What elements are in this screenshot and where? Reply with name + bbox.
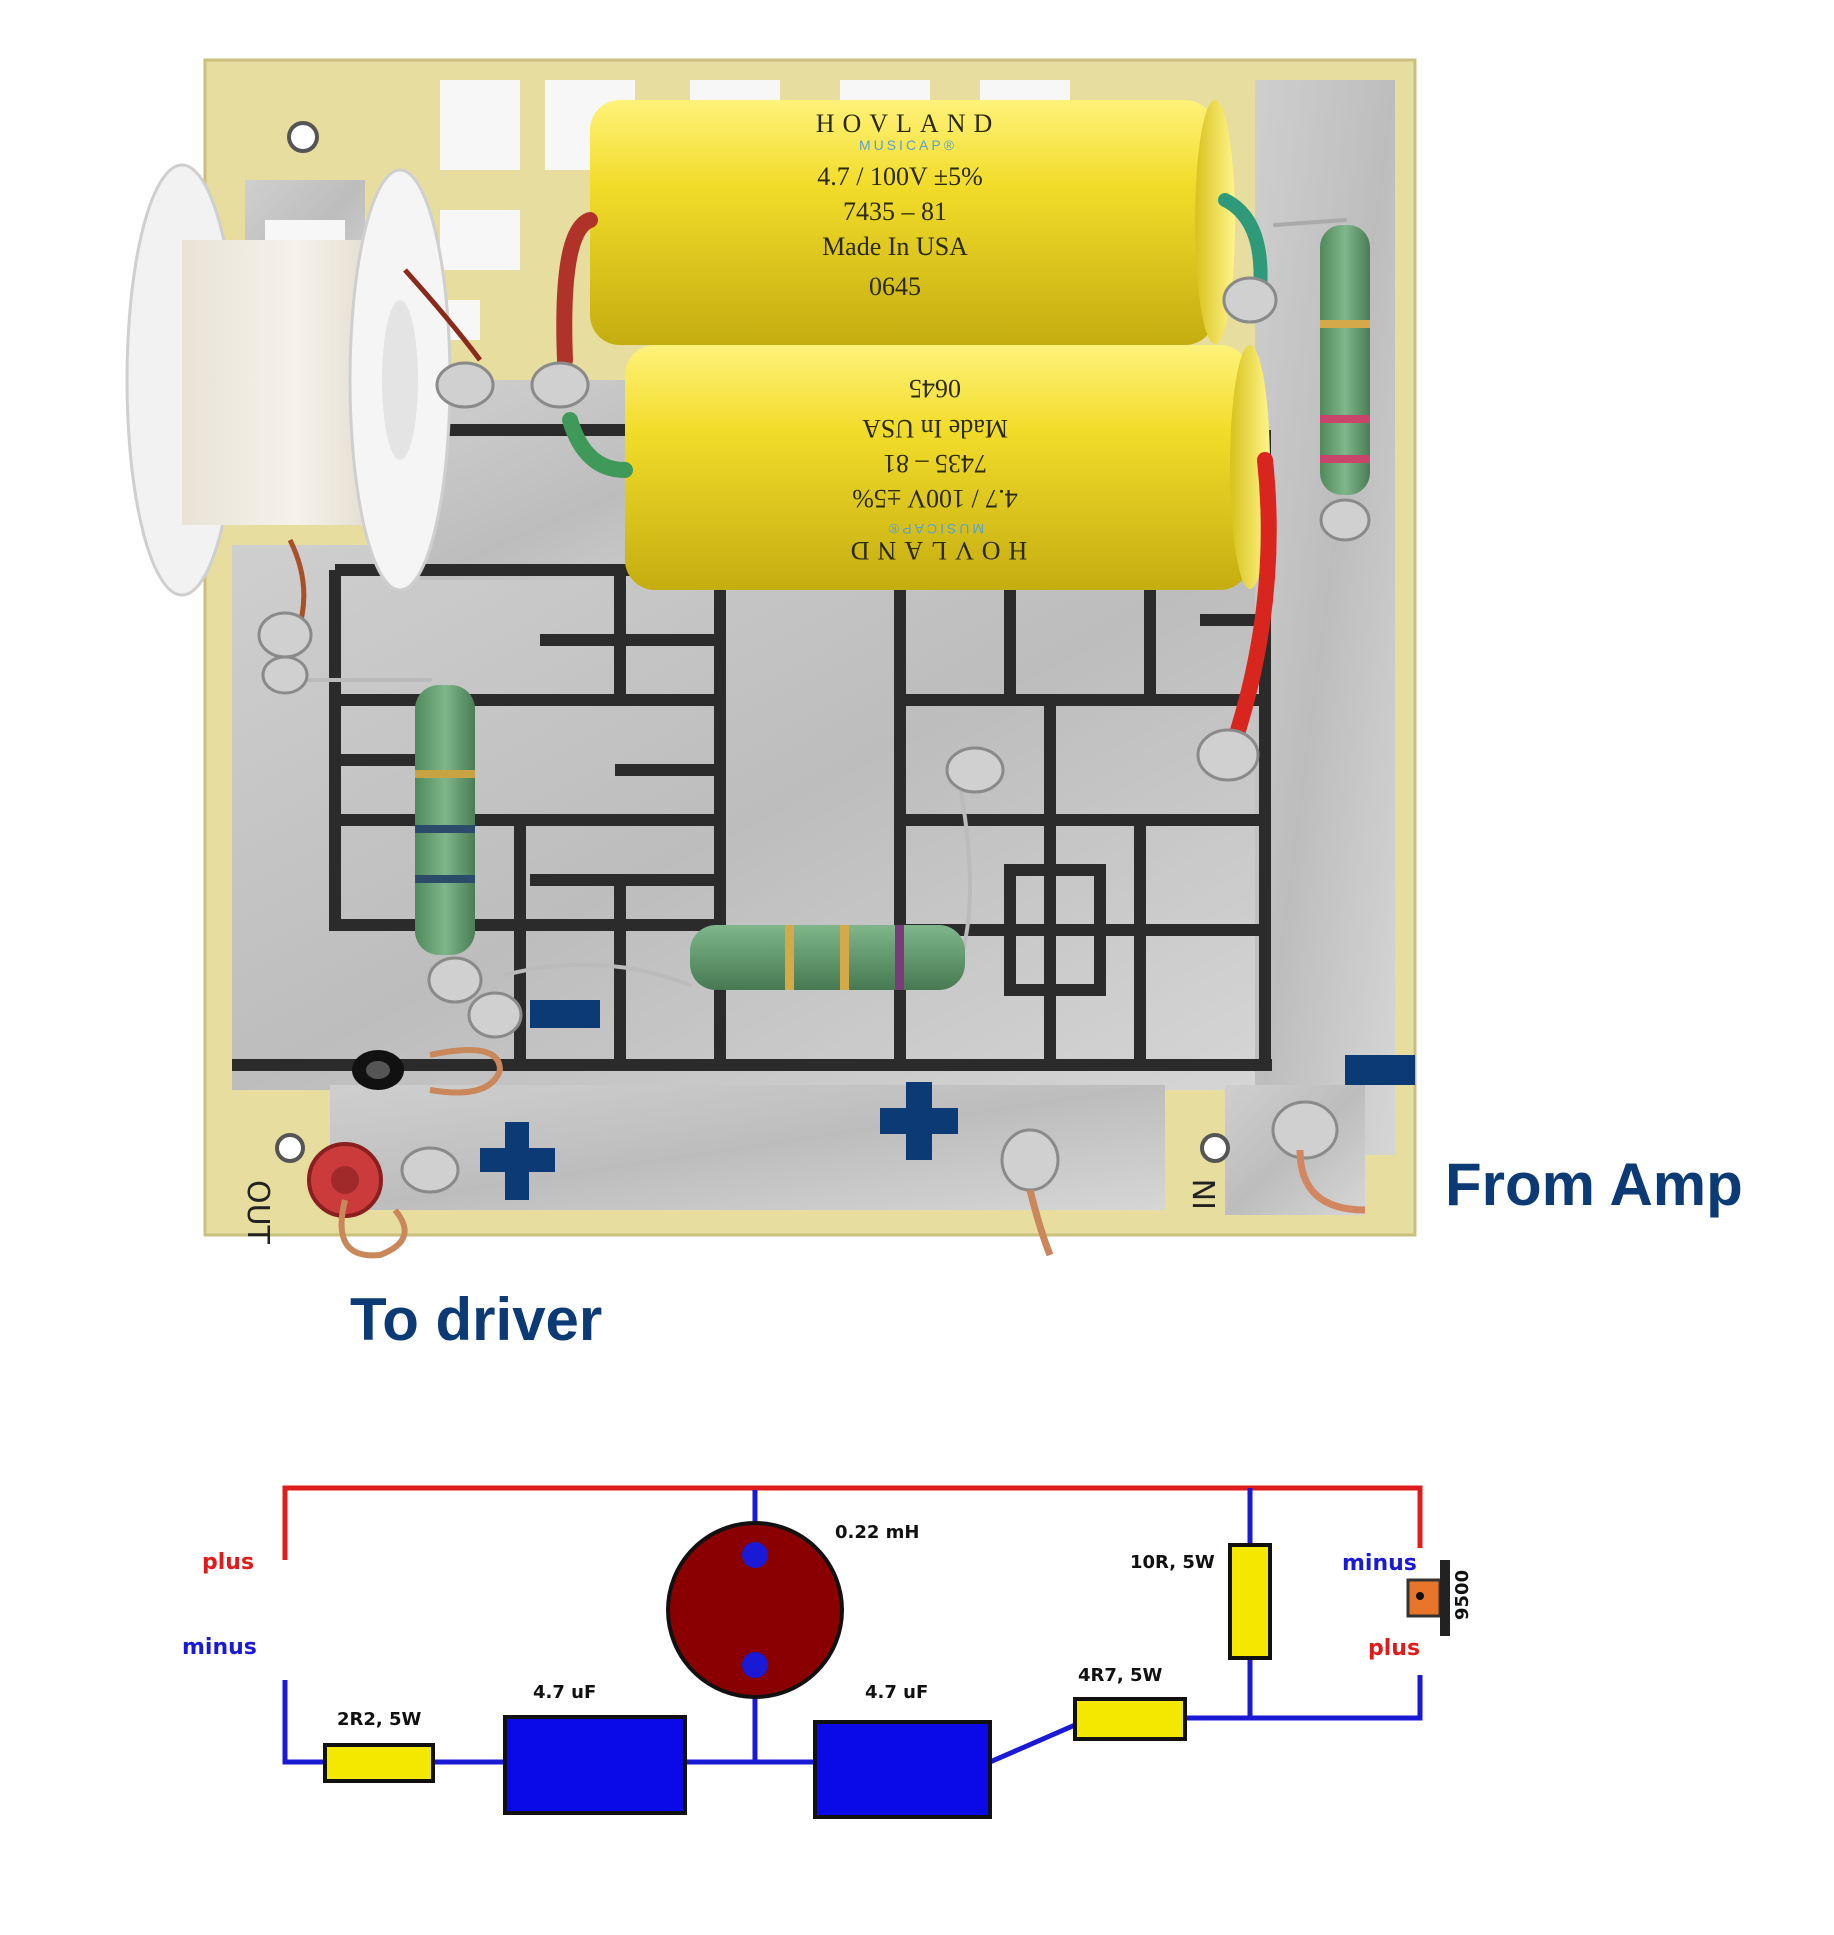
capacitor-top: HOVLAND MUSICAP® 4.7 / 100V ±5% 7435 – 8… (590, 100, 1235, 345)
callout-to-driver: To driver (350, 1286, 602, 1353)
plus-marker-driver (480, 1122, 555, 1200)
callout-from-amp: From Amp (1445, 1151, 1743, 1218)
inductor-symbol (666, 1521, 844, 1699)
cap-bottom-date: 0645 (909, 374, 961, 403)
resistor-2r2 (323, 1743, 435, 1783)
board-mark-in: IN (1188, 1179, 1223, 1210)
cap-bottom-origin: Made In USA (862, 414, 1008, 443)
polarity-markers (480, 1000, 1415, 1200)
board-markings: OUT IN (240, 1179, 1223, 1245)
air-core-inductor (125, 163, 482, 662)
inductor-label: 0.22 mH (835, 1522, 920, 1543)
cap-bottom-brand: HOVLAND (843, 536, 1028, 565)
resistor-4r7 (1073, 1697, 1187, 1741)
cap-bottom-rating: 4.7 / 100V ±5% (852, 484, 1017, 513)
cap-top-brand: HOVLAND (816, 109, 1001, 138)
cap-top-origin: Made In USA (822, 232, 968, 261)
resistor-left-vertical (415, 685, 475, 955)
capacitor-2-symbol (813, 1720, 992, 1819)
resistor-10r-label: 10R, 5W (1130, 1552, 1215, 1573)
resistor-4r7-label: 4R7, 5W (1078, 1665, 1163, 1686)
crossover-board-photo: HOVLAND MUSICAP® 4.7 / 100V ±5% 7435 – 8… (125, 58, 1743, 1353)
schematic-plus-right: plus (1368, 1636, 1420, 1661)
capacitor-1-symbol (503, 1715, 687, 1815)
schematic-minus-right: minus (1342, 1551, 1417, 1576)
resistor-10r (1228, 1543, 1272, 1660)
resistor-center-horizontal (690, 925, 965, 990)
crossover-schematic: 0.22 mH 2R2, 5W 4.7 uF 4.7 uF 4R7, 5W 10… (182, 1485, 1473, 1819)
schematic-plus-left: plus (202, 1550, 254, 1575)
cap-top-part: 7435 – 81 (843, 197, 947, 226)
minus-marker-amp (1345, 1055, 1415, 1085)
capacitor-2-label: 4.7 uF (865, 1682, 928, 1703)
capacitor-bottom: HOVLAND MUSICAP® 4.7 / 100V ±5% 7435 – 8… (625, 345, 1270, 590)
cap-top-rating: 4.7 / 100V ±5% (817, 162, 982, 191)
board-mark-out: OUT (240, 1180, 275, 1245)
minus-marker-inner (530, 1000, 600, 1028)
tweeter-symbol (1406, 1560, 1450, 1636)
cap-bottom-series: MUSICAP® (886, 521, 984, 537)
plus-wire (282, 1485, 1423, 1560)
tweeter-code: 9500 (1452, 1570, 1473, 1620)
mounting-holes (275, 121, 1230, 1163)
resistor-2r2-label: 2R2, 5W (337, 1709, 422, 1730)
schematic-minus-left: minus (182, 1635, 257, 1660)
solder-joints (257, 276, 1371, 1194)
capacitor-1-label: 4.7 uF (533, 1682, 596, 1703)
cap-top-series: MUSICAP® (859, 137, 957, 153)
plus-marker-center (880, 1082, 958, 1160)
cap-bottom-part: 7435 – 81 (883, 449, 987, 478)
cap-top-date: 0645 (869, 272, 921, 301)
output-connector (307, 1047, 1366, 1259)
resistor-right-vertical (1320, 225, 1370, 495)
